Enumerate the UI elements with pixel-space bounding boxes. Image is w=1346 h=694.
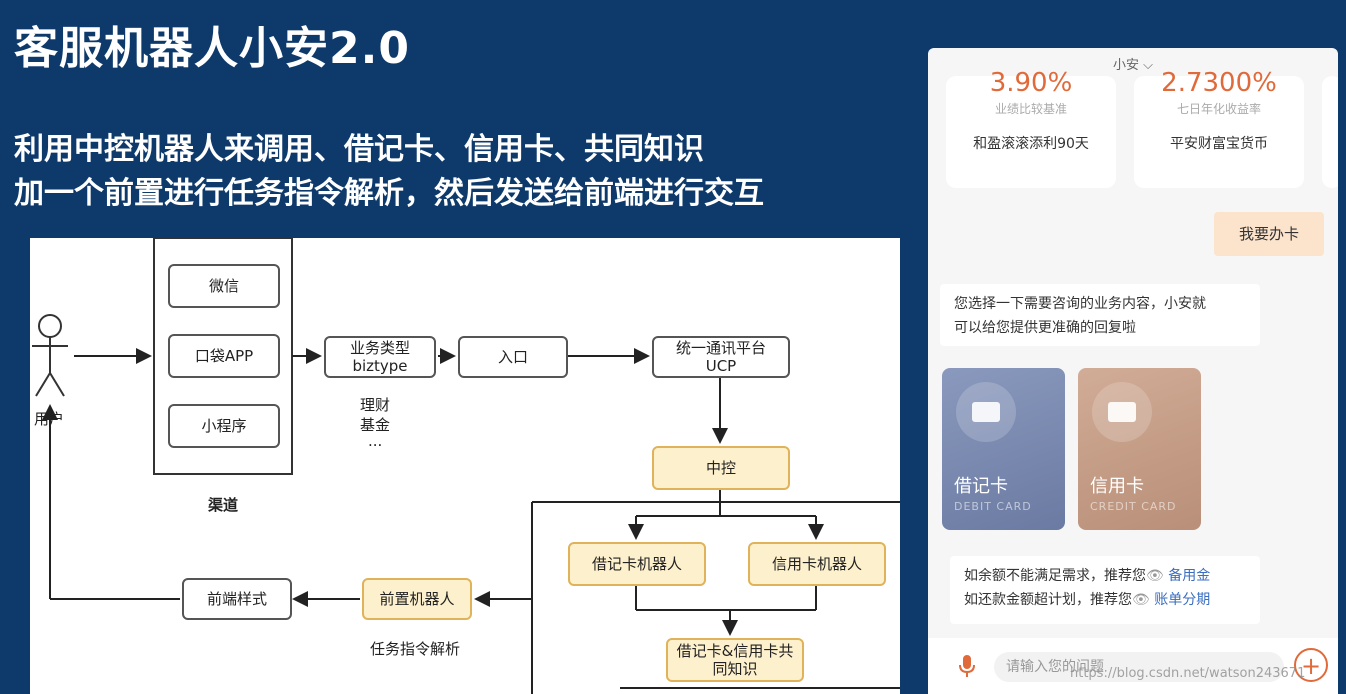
- bot-message-line-2: 可以给您提供更准确的回复啦: [954, 320, 1136, 336]
- bill-installment-link[interactable]: 账单分期: [1154, 592, 1211, 608]
- recommendation-text: 如余额不能满足需求，推荐您: [964, 568, 1146, 584]
- diagram-connectors: [32, 238, 900, 694]
- pre-bot-box: 前置机器人: [362, 578, 472, 620]
- card-name: 信用卡: [1090, 476, 1144, 497]
- user-icon: [32, 314, 68, 397]
- product-rate-label: 业绩比较基准: [994, 102, 1067, 116]
- recommendation-line-2: 如还款金额超计划，推荐您👁 账单分期: [964, 588, 1246, 612]
- bot-message-line-1: 您选择一下需要咨询的业务内容，小安就: [954, 296, 1206, 312]
- eye-icon: 👁: [1146, 568, 1164, 584]
- biz-example-2: 基金: [360, 416, 391, 434]
- ucp-box: 统一通讯平台 UCP: [652, 336, 790, 378]
- question-input[interactable]: 请输入您的问题: [994, 652, 1284, 682]
- card-name-en: CREDIT CARD: [1090, 500, 1177, 513]
- common-knowledge-box: 借记卡&信用卡共 同知识: [666, 638, 804, 682]
- debit-bot-box: 借记卡机器人: [568, 542, 706, 586]
- slide-subtitle-1: 利用中控机器人来调用、借记卡、信用卡、共同知识: [14, 132, 704, 167]
- channel-mini-program: 小程序: [168, 404, 280, 448]
- user-label: 用户: [34, 410, 65, 428]
- credit-card-option[interactable]: 信用卡 CREDIT CARD: [1078, 368, 1201, 530]
- biz-example-1: 理财: [360, 396, 391, 414]
- recommendation-text: 如还款金额超计划，推荐您: [964, 592, 1132, 608]
- eye-icon: 👁: [1132, 592, 1150, 608]
- entry-box: 入口: [458, 336, 568, 378]
- plus-button[interactable]: +: [1294, 648, 1328, 682]
- user-message: 我要办卡: [1214, 212, 1324, 256]
- card-icon: [972, 402, 1000, 422]
- debit-card-option[interactable]: 借记卡 DEBIT CARD: [942, 368, 1065, 530]
- credit-bot-box: 信用卡机器人: [748, 542, 886, 586]
- central-control-box: 中控: [652, 446, 790, 490]
- slide-title: 客服机器人小安2.0: [14, 23, 410, 74]
- card-name-en: DEBIT CARD: [954, 500, 1032, 513]
- product-rate: 2.7300%: [1161, 68, 1277, 98]
- watermark: https://blog.csdn.net/watson243671: [1070, 666, 1306, 681]
- slide-subtitle-2: 加一个前置进行任务指令解析，然后发送给前端进行交互: [14, 176, 764, 211]
- recommendation-line-1: 如余额不能满足需求，推荐您👁 备用金: [964, 564, 1246, 588]
- card-icon: [1108, 402, 1136, 422]
- microphone-icon[interactable]: [958, 654, 976, 678]
- channels-label: 渠道: [208, 496, 239, 514]
- recommendation-message: 如余额不能满足需求，推荐您👁 备用金 如还款金额超计划，推荐您👁 账单分期: [950, 556, 1260, 624]
- product-rate: 3.90%: [989, 68, 1073, 98]
- chat-header[interactable]: 小安 ⌵: [1113, 58, 1153, 73]
- front-style-box: 前端样式: [182, 578, 292, 620]
- architecture-diagram: 用户 微信 口袋APP 小程序 渠道 业务类型 biztype 理财 基金 ..…: [30, 238, 900, 694]
- biz-type-box: 业务类型 biztype: [324, 336, 436, 378]
- task-parse-label: 任务指令解析: [370, 640, 461, 658]
- product-card[interactable]: 3.90% 业绩比较基准 和盈滚滚添利90天: [946, 68, 1116, 188]
- phone-mockup: 小安 ⌵ 3.90% 业绩比较基准 和盈滚滚添利90天 2.7300% 七日年化…: [928, 48, 1338, 694]
- product-card[interactable]: 2.7300% 七日年化收益率 平安财富宝货币: [1134, 68, 1304, 188]
- channel-pocket-app: 口袋APP: [168, 334, 280, 378]
- biz-example-3: ...: [368, 432, 383, 450]
- product-rate-label: 七日年化收益率: [1176, 102, 1261, 116]
- channel-wechat: 微信: [168, 264, 280, 308]
- product-card-partial[interactable]: [1322, 76, 1338, 188]
- card-name: 借记卡: [954, 476, 1008, 497]
- product-name: 和盈滚滚添利90天: [973, 136, 1089, 152]
- bot-message: 您选择一下需要咨询的业务内容，小安就 可以给您提供更准确的回复啦: [940, 284, 1260, 346]
- product-name: 平安财富宝货币: [1170, 136, 1268, 152]
- reserve-fund-link[interactable]: 备用金: [1168, 568, 1211, 584]
